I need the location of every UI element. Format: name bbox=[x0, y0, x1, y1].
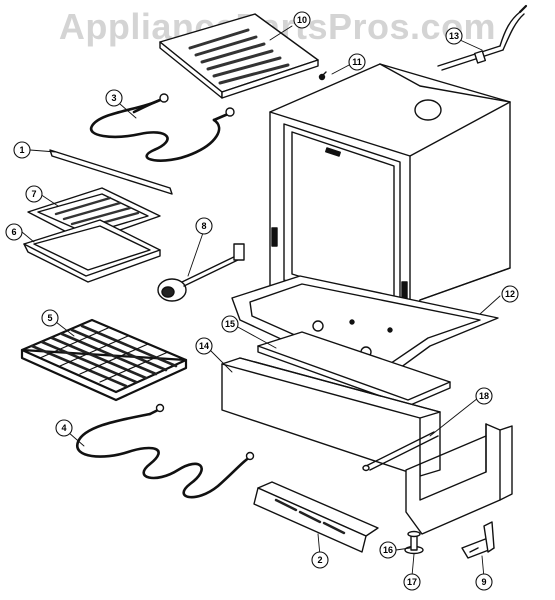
callout-18-text: 18 bbox=[479, 391, 489, 401]
part-leveling-leg bbox=[404, 530, 424, 555]
part-leveling-bracket bbox=[405, 423, 513, 535]
callout-labels: 10 11 13 3 1 7 6 8 12 15 14 5 4 18 2 16 … bbox=[5, 11, 519, 591]
callout-12: 12 bbox=[501, 285, 519, 303]
callout-9-text: 9 bbox=[481, 577, 486, 587]
part-oven-sensor bbox=[437, 4, 528, 71]
callout-3: 3 bbox=[105, 89, 123, 107]
callout-13-text: 13 bbox=[449, 31, 459, 41]
callout-6: 6 bbox=[5, 223, 23, 241]
callout-16: 16 bbox=[379, 541, 397, 559]
part-oven-rack bbox=[20, 318, 188, 402]
callout-1-text: 1 bbox=[19, 145, 24, 155]
callout-17: 17 bbox=[403, 573, 421, 591]
part-broil-reflector bbox=[159, 13, 319, 99]
callout-14: 14 bbox=[195, 337, 213, 355]
callout-8-text: 8 bbox=[201, 221, 206, 231]
part-oven-light bbox=[157, 243, 245, 302]
callout-2: 2 bbox=[311, 551, 329, 569]
callout-14-text: 14 bbox=[199, 341, 209, 351]
callout-4-text: 4 bbox=[61, 423, 66, 433]
callout-7-text: 7 bbox=[31, 189, 36, 199]
callout-9: 9 bbox=[475, 573, 493, 591]
callout-8: 8 bbox=[195, 217, 213, 235]
callout-1: 1 bbox=[13, 141, 31, 159]
part-bake-element bbox=[76, 403, 255, 499]
callout-5: 5 bbox=[41, 309, 59, 327]
part-broiler-pan-insert bbox=[27, 187, 161, 243]
callout-10-text: 10 bbox=[297, 15, 307, 25]
callout-2-text: 2 bbox=[317, 555, 322, 565]
part-rack-guide-strip bbox=[49, 149, 173, 195]
callout-6-text: 6 bbox=[11, 227, 16, 237]
callout-17-text: 17 bbox=[407, 577, 417, 587]
callout-10: 10 bbox=[293, 11, 311, 29]
callout-11-text: 11 bbox=[352, 57, 362, 67]
callout-11: 11 bbox=[348, 53, 366, 71]
part-anti-tip-bracket bbox=[461, 521, 495, 559]
callout-13: 13 bbox=[445, 27, 463, 45]
callout-5-text: 5 bbox=[47, 313, 52, 323]
callout-16-text: 16 bbox=[383, 545, 393, 555]
callout-12-text: 12 bbox=[505, 289, 515, 299]
callout-18: 18 bbox=[475, 387, 493, 405]
part-broil-element bbox=[89, 93, 235, 162]
callout-7: 7 bbox=[25, 185, 43, 203]
callout-15: 15 bbox=[221, 315, 239, 333]
part-slide-rod bbox=[362, 431, 439, 472]
part-broiler-pan bbox=[23, 219, 161, 283]
part-vent-cover bbox=[253, 481, 379, 553]
callout-3-text: 3 bbox=[111, 93, 116, 103]
part-screw bbox=[318, 71, 327, 81]
callout-15-text: 15 bbox=[225, 319, 235, 329]
callout-4: 4 bbox=[55, 419, 73, 437]
